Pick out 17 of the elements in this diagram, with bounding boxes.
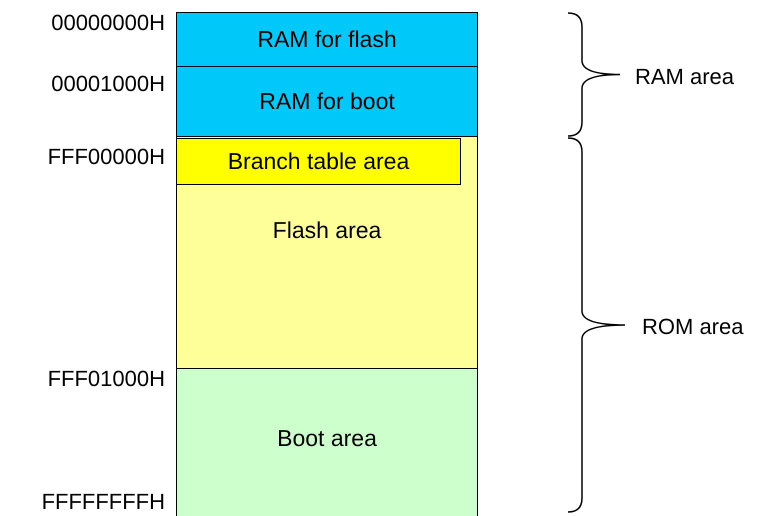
address-label: FFF00000H <box>48 144 165 170</box>
memory-region <box>176 66 478 137</box>
memory-region <box>176 12 478 67</box>
memory-region <box>176 368 478 516</box>
region-label: Boot area <box>277 425 377 452</box>
region-label: RAM for boot <box>259 88 395 115</box>
memory-region <box>176 138 461 185</box>
region-label: RAM for flash <box>257 26 397 53</box>
region-label: Flash area <box>272 217 382 244</box>
region-label: Branch table area <box>228 148 410 175</box>
memory-region <box>176 136 478 369</box>
address-label: 00000000H <box>51 10 165 36</box>
address-label: 00001000H <box>51 71 165 97</box>
address-label: FFFFFFFFH <box>42 489 165 515</box>
address-label: FFF01000H <box>48 366 165 392</box>
area-label: ROM area <box>642 314 744 340</box>
area-label: RAM area <box>635 64 734 90</box>
